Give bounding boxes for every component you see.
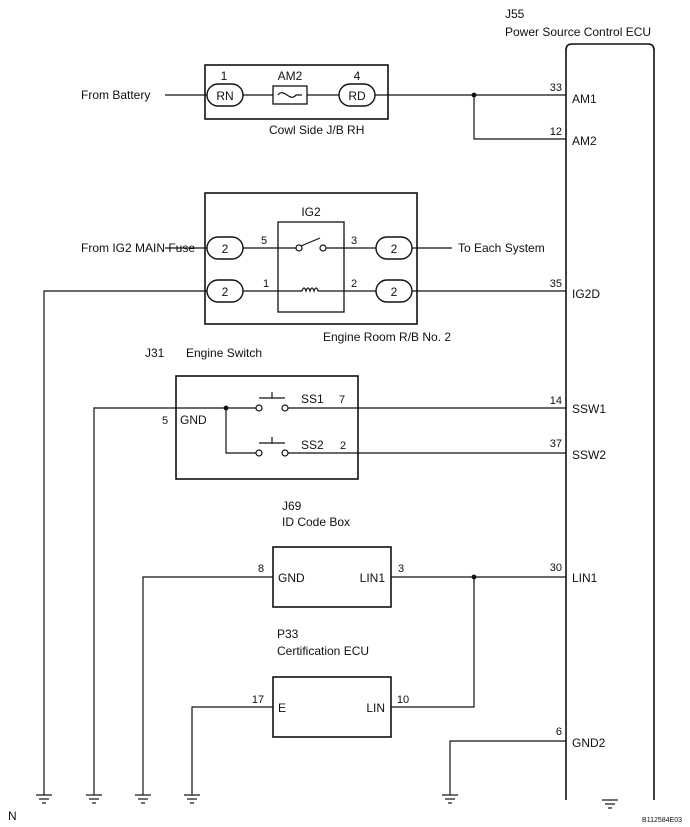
cert-ecu-e-pin: 17 <box>252 694 264 706</box>
cert-ecu-name: Certification ECU <box>277 644 369 658</box>
engine-switch-gnd-pin: 5 <box>162 415 168 427</box>
fuse-label: AM2 <box>278 69 303 83</box>
ecu-pin-ig2d-num: 35 <box>550 278 562 290</box>
rb-connector-2-label: 2 <box>391 285 398 299</box>
engine-switch-name: Engine Switch <box>186 346 262 360</box>
id-box-name: ID Code Box <box>282 515 350 529</box>
jb-source: From Battery <box>81 88 150 102</box>
ground-icon <box>442 794 458 804</box>
engine-switch-code: J31 <box>145 346 165 360</box>
cert-ecu-lin-pin: 10 <box>397 694 409 706</box>
relay-pin-1: 1 <box>263 278 269 290</box>
rb-source: From IG2 MAIN Fuse <box>81 241 195 255</box>
rb-connector-3-label: 2 <box>391 242 398 256</box>
engine-switch-box <box>175 375 359 480</box>
relay-contact-left <box>295 244 303 252</box>
wire-lin-cert <box>391 577 475 708</box>
relay-contact-right <box>319 244 327 252</box>
ss2-label: SS2 <box>301 438 324 452</box>
ecu-pin-gnd2-name: GND2 <box>572 736 606 750</box>
ground-icon <box>36 794 52 804</box>
ecu-pin-lin1-num: 30 <box>550 562 562 574</box>
corner-mark: N <box>8 809 17 823</box>
wire-switch-ground <box>93 407 226 795</box>
figure-id: B112584E03 <box>642 817 682 824</box>
ecu-pin-am2-num: 12 <box>550 126 562 138</box>
ground-icon <box>184 794 200 804</box>
ecu-pin-am1-num: 33 <box>550 82 562 94</box>
jb-pin-left: 1 <box>221 69 228 83</box>
wire-am2 <box>473 95 566 140</box>
ss2-contact-right <box>281 449 289 457</box>
ecu-pin-ssw1-num: 14 <box>550 395 562 407</box>
ss1-label: SS1 <box>301 392 324 406</box>
id-box-gnd-pin: 8 <box>258 563 264 575</box>
ss1-contact-right <box>281 404 289 412</box>
id-box-lin-pin: 3 <box>398 563 404 575</box>
relay-switch-arm <box>300 237 321 247</box>
wire-cert-ground <box>191 706 273 795</box>
rb-connector-1-label: 2 <box>222 285 229 299</box>
id-box-gnd-label: GND <box>278 571 305 585</box>
relay-pin-5: 5 <box>261 235 267 247</box>
ecu-body <box>565 43 655 800</box>
jb-box <box>204 64 389 120</box>
ss1-pin: 7 <box>339 394 345 406</box>
ss2-contact-left <box>255 449 263 457</box>
wire-gnd2 <box>449 740 566 795</box>
wire-idbox-ground <box>142 576 273 795</box>
cert-ecu-code: P33 <box>277 627 299 641</box>
ecu-pin-ssw1-name: SSW1 <box>572 402 606 416</box>
ground-icon <box>135 794 151 804</box>
jb-connector-left-label: RN <box>216 89 233 103</box>
ecu-pin-ig2d-name: IG2D <box>572 287 600 301</box>
ss2-pin: 2 <box>340 440 346 452</box>
rb-connector-5-label: 2 <box>222 242 229 256</box>
cert-ecu-lin-label: LIN <box>366 701 385 715</box>
relay-pin-2: 2 <box>351 278 357 290</box>
relay-label: IG2 <box>301 205 321 219</box>
rb-box <box>204 192 418 325</box>
ecu-pin-lin1-name: LIN1 <box>572 571 598 585</box>
relay-coil-icon <box>301 287 319 293</box>
ecu-code: J55 <box>505 7 525 21</box>
ecu-pin-ssw2-name: SSW2 <box>572 448 606 462</box>
ecu-name: Power Source Control ECU <box>505 25 651 39</box>
ecu-pin-gnd2-num: 6 <box>556 726 562 738</box>
engine-switch-gnd-label: GND <box>180 413 207 427</box>
fuse-element <box>277 92 302 98</box>
relay-pin-3: 3 <box>351 235 357 247</box>
cert-ecu-e-label: E <box>278 701 286 715</box>
rb-dest: To Each System <box>458 241 545 255</box>
rb-name: Engine Room R/B No. 2 <box>323 330 451 344</box>
jb-connector-right-label: RD <box>348 89 366 103</box>
id-box-code: J69 <box>282 499 302 513</box>
relay-box <box>277 221 345 313</box>
ecu-pin-ssw2-num: 37 <box>550 438 562 450</box>
jb-pin-right: 4 <box>354 69 361 83</box>
ecu-pin-am1-name: AM1 <box>572 92 597 106</box>
ground-icon <box>86 794 102 804</box>
wire-ss2-left <box>225 408 256 454</box>
ground-icon <box>602 799 618 809</box>
id-box-lin-label: LIN1 <box>360 571 386 585</box>
ecu-pin-am2-name: AM2 <box>572 134 597 148</box>
jb-name: Cowl Side J/B RH <box>269 123 364 137</box>
wire-relay-ground <box>43 290 207 795</box>
ss1-contact-left <box>255 404 263 412</box>
